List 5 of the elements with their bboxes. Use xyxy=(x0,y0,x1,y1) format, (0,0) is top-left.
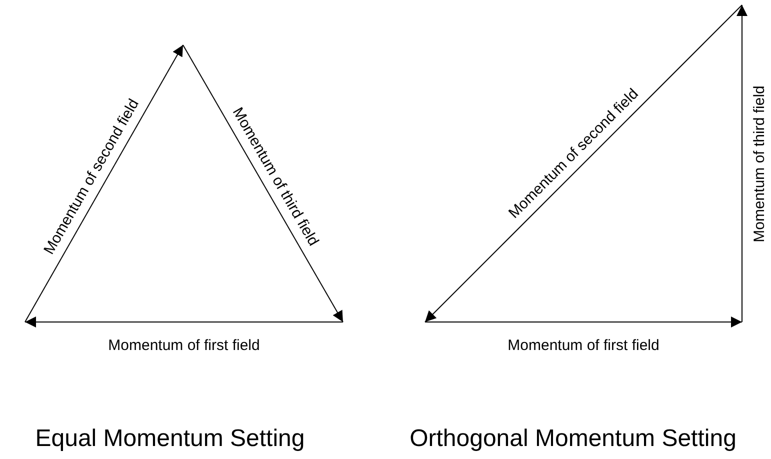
vector-label: Momentum of first field xyxy=(508,337,660,355)
caption-text: Equal Momentum Setting xyxy=(35,425,305,453)
caption-text: Orthogonal Momentum Setting xyxy=(410,425,736,453)
vector-label: Momentum of third field xyxy=(751,85,769,242)
vector-label: Momentum of first field xyxy=(108,337,260,355)
